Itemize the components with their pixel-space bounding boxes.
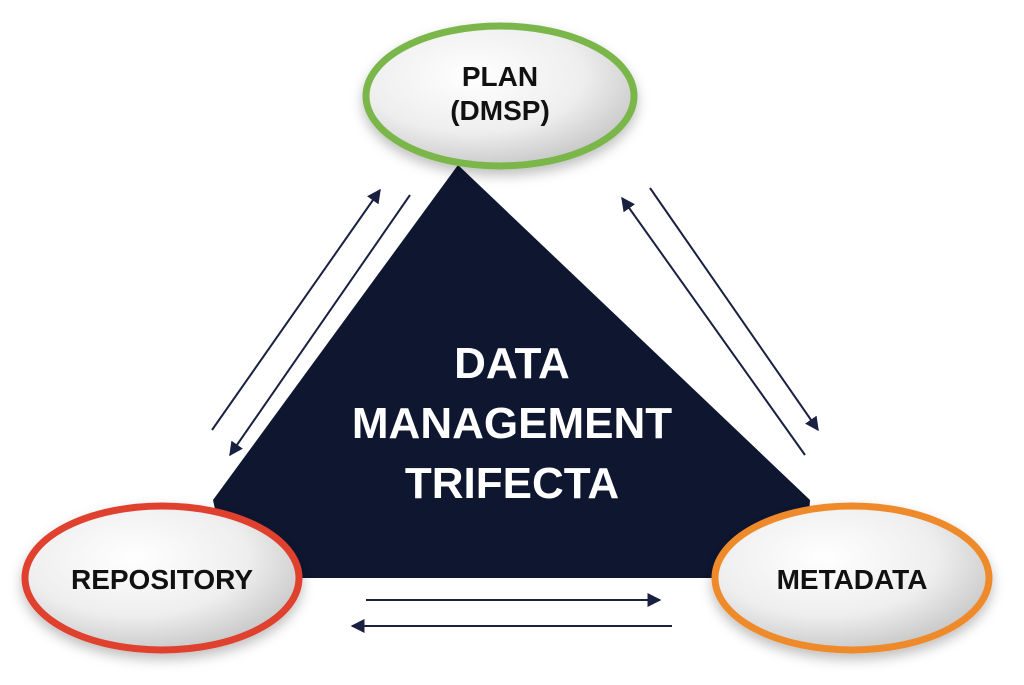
arrow-plan-to-metadata xyxy=(649,187,819,432)
arrow-plan-to-repository xyxy=(229,194,411,457)
node-plan: PLAN (DMSP) xyxy=(362,22,638,170)
center-line-3: TRIFECTA xyxy=(405,459,619,508)
center-line-2: MANAGEMENT xyxy=(352,399,672,448)
node-plan-line-2: (DMSP) xyxy=(450,95,550,126)
node-repository: REPOSITORY xyxy=(21,502,303,654)
node-repository-label: REPOSITORY xyxy=(71,564,253,595)
center-triangle xyxy=(213,165,810,578)
center-line-1: DATA xyxy=(454,339,570,388)
node-metadata: METADATA xyxy=(711,502,993,654)
arrow-metadata-to-plan xyxy=(621,196,806,456)
node-metadata-label: METADATA xyxy=(777,564,928,595)
arrow-repository-to-plan xyxy=(211,188,381,431)
node-plan-line-1: PLAN xyxy=(462,61,538,92)
